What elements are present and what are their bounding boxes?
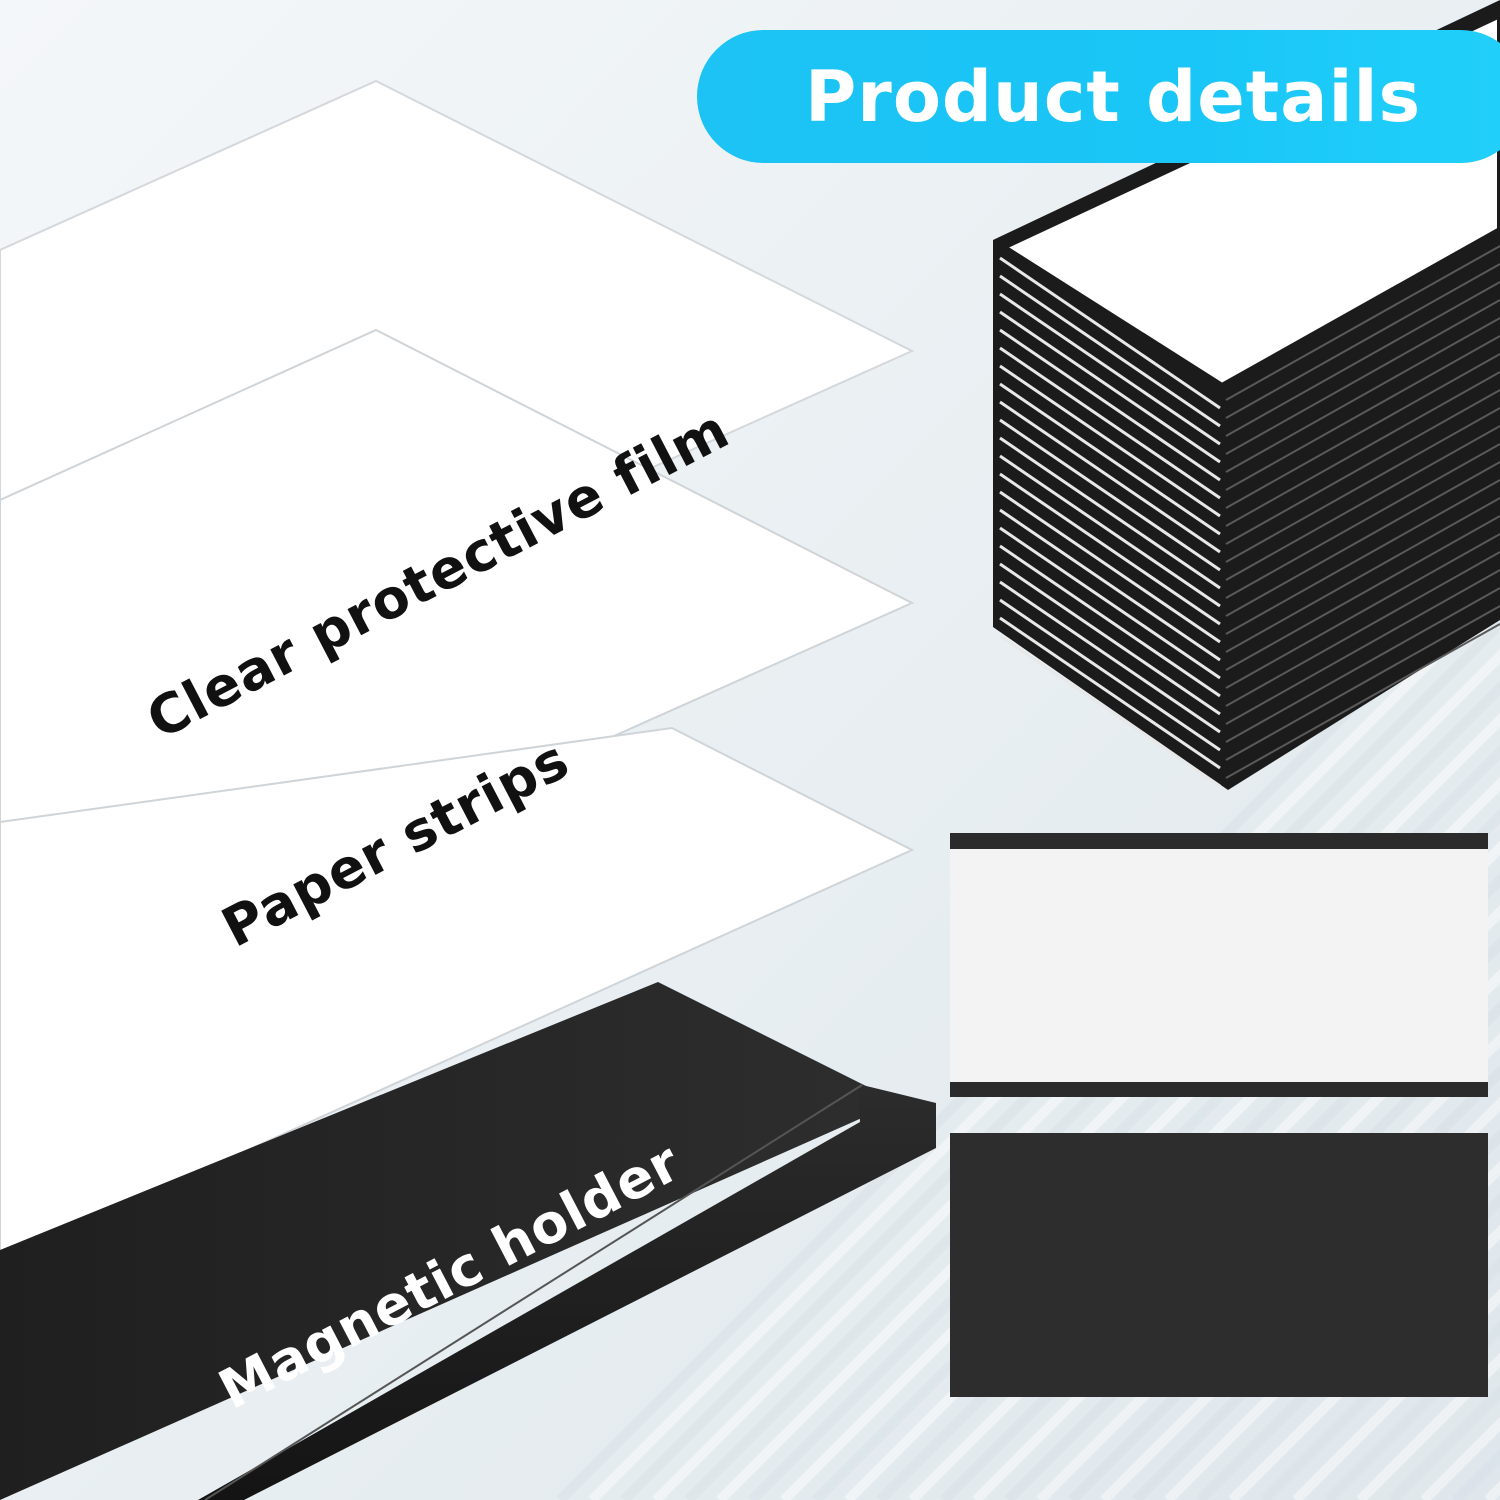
stack-side-edge: [1225, 389, 1500, 545]
stack-side-edge: [1225, 605, 1500, 761]
stack-side-edge: [1225, 371, 1500, 527]
stack-front-edge: [999, 490, 1221, 644]
stack-front-edge: [999, 634, 1221, 788]
stack-side-edge: [1225, 551, 1500, 707]
holder-back-view: [950, 1133, 1488, 1397]
stack-side-edge: [1225, 569, 1500, 725]
stack-side-edge: [1225, 263, 1500, 419]
stack-side-edge: [1225, 407, 1500, 563]
stack-front-edge: [999, 508, 1221, 662]
stack-side-edge: [1225, 353, 1500, 509]
stack-front-edge: [999, 436, 1221, 590]
product-details-banner: Product details: [697, 30, 1500, 163]
stack-front-edge: [999, 328, 1221, 482]
stack-front-edge: [999, 454, 1221, 608]
stack-front-edge: [999, 256, 1221, 410]
stack-side-edge: [1225, 443, 1500, 599]
stack-front-edge: [999, 418, 1221, 572]
stack-front-edge: [999, 274, 1221, 428]
stack-front-edge: [999, 310, 1221, 464]
holder-front-view: [950, 833, 1488, 1097]
stack-side-edge: [1225, 425, 1500, 581]
stack-front-edge: [999, 382, 1221, 536]
stack-front-edge: [999, 400, 1221, 554]
stack-side-edge: [1225, 479, 1500, 635]
stack-side-edge: [1225, 497, 1500, 653]
magnetic-holder-lip: [198, 1084, 936, 1500]
stack-front-edge: [999, 292, 1221, 446]
stack-front-edge: [999, 346, 1221, 500]
banner-title: Product details: [805, 55, 1422, 138]
stack-front-edge: [999, 526, 1221, 680]
magnetic-holder: [0, 982, 898, 1500]
stack-front-edge: [999, 472, 1221, 626]
stack-side-edge: [1225, 587, 1500, 743]
holder-lip-highlight: [204, 1084, 863, 1500]
stack-side-edge: [1225, 299, 1500, 455]
stack-side-edge: [1225, 533, 1500, 689]
stack-front-edge: [999, 562, 1221, 716]
stack-side-edge: [1225, 245, 1500, 401]
stack-side-edge: [1225, 515, 1500, 671]
holder-stack-side-edges: [1225, 245, 1500, 779]
stack-front-edge: [999, 616, 1221, 770]
stack-side-edge: [1225, 281, 1500, 437]
stack-front-edge: [999, 544, 1221, 698]
paper-strip-sheet: [0, 726, 915, 1264]
stack-side-edge: [1225, 461, 1500, 617]
stack-side-edge: [1225, 317, 1500, 473]
stack-side-edge: [1225, 335, 1500, 491]
stack-front-edge: [999, 580, 1221, 734]
holder-front-window: [950, 849, 1488, 1082]
holder-stack-front-edges: [999, 256, 1221, 788]
stack-front-edge: [999, 598, 1221, 752]
stack-front-edge: [999, 364, 1221, 518]
stack-side-edge: [1225, 623, 1500, 779]
